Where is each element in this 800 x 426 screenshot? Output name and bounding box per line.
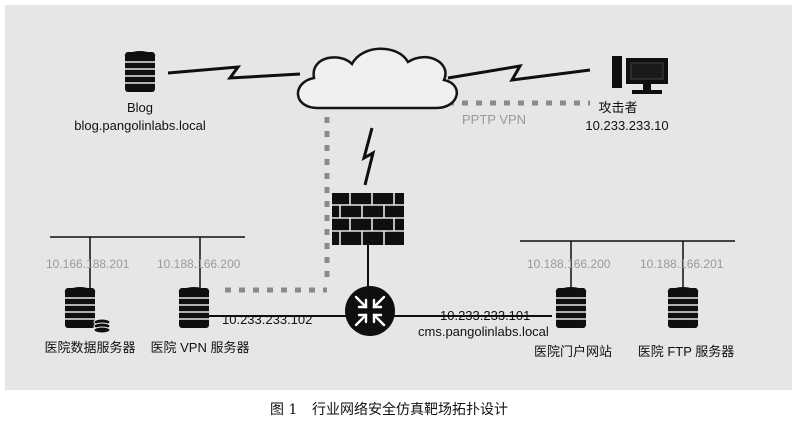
figure-caption: 行业网络安全仿真靶场拓扑设计 xyxy=(312,401,508,418)
blog-name-label: Blog xyxy=(127,100,153,115)
left-lan-bus xyxy=(50,236,245,288)
blog-server-icon xyxy=(124,51,156,93)
router-icon xyxy=(345,286,395,336)
db-server-icon xyxy=(64,287,111,334)
firewall-icon xyxy=(332,193,404,245)
vpn-server-ip-label: 10.233.233.102 xyxy=(222,312,312,327)
db-server-label: 医院数据服务器 xyxy=(44,340,135,355)
blog-host-label: blog.pangolinlabs.local xyxy=(74,118,206,133)
portal-server-label: 医院门户网站 xyxy=(534,344,612,359)
figure-number: 图 1 xyxy=(270,402,297,418)
cloud-firewall-link xyxy=(361,127,376,186)
blog-cloud-link xyxy=(167,65,301,80)
attacker-computer-icon xyxy=(612,56,668,94)
right-ip-b-label: 10.188.166.201 xyxy=(640,257,724,271)
ftp-server-label: 医院 FTP 服务器 xyxy=(638,344,735,359)
left-ip-b-label: 10.188.166.200 xyxy=(157,257,241,271)
internet-cloud-icon xyxy=(296,47,459,110)
right-lan-bus xyxy=(520,240,735,288)
router-ip-label: 10.233.233.101 xyxy=(440,308,530,323)
pptp-vpn-label: PPTP VPN xyxy=(462,112,526,127)
cms-host-label: cms.pangolinlabs.local xyxy=(418,324,549,339)
portal-server-icon xyxy=(555,287,587,329)
vpn-tunnel-path xyxy=(225,100,590,293)
ftp-server-icon xyxy=(667,287,699,329)
vpn-server-label: 医院 VPN 服务器 xyxy=(151,340,250,355)
vpn-server-icon xyxy=(178,287,210,329)
right-ip-a-label: 10.188.166.200 xyxy=(527,257,611,271)
attacker-name-label: 攻击者 xyxy=(598,100,637,115)
attacker-cloud-link xyxy=(447,64,591,82)
left-ip-a-label: 10.166.188.201 xyxy=(46,257,130,271)
attacker-ip-label: 10.233.233.10 xyxy=(585,118,668,133)
